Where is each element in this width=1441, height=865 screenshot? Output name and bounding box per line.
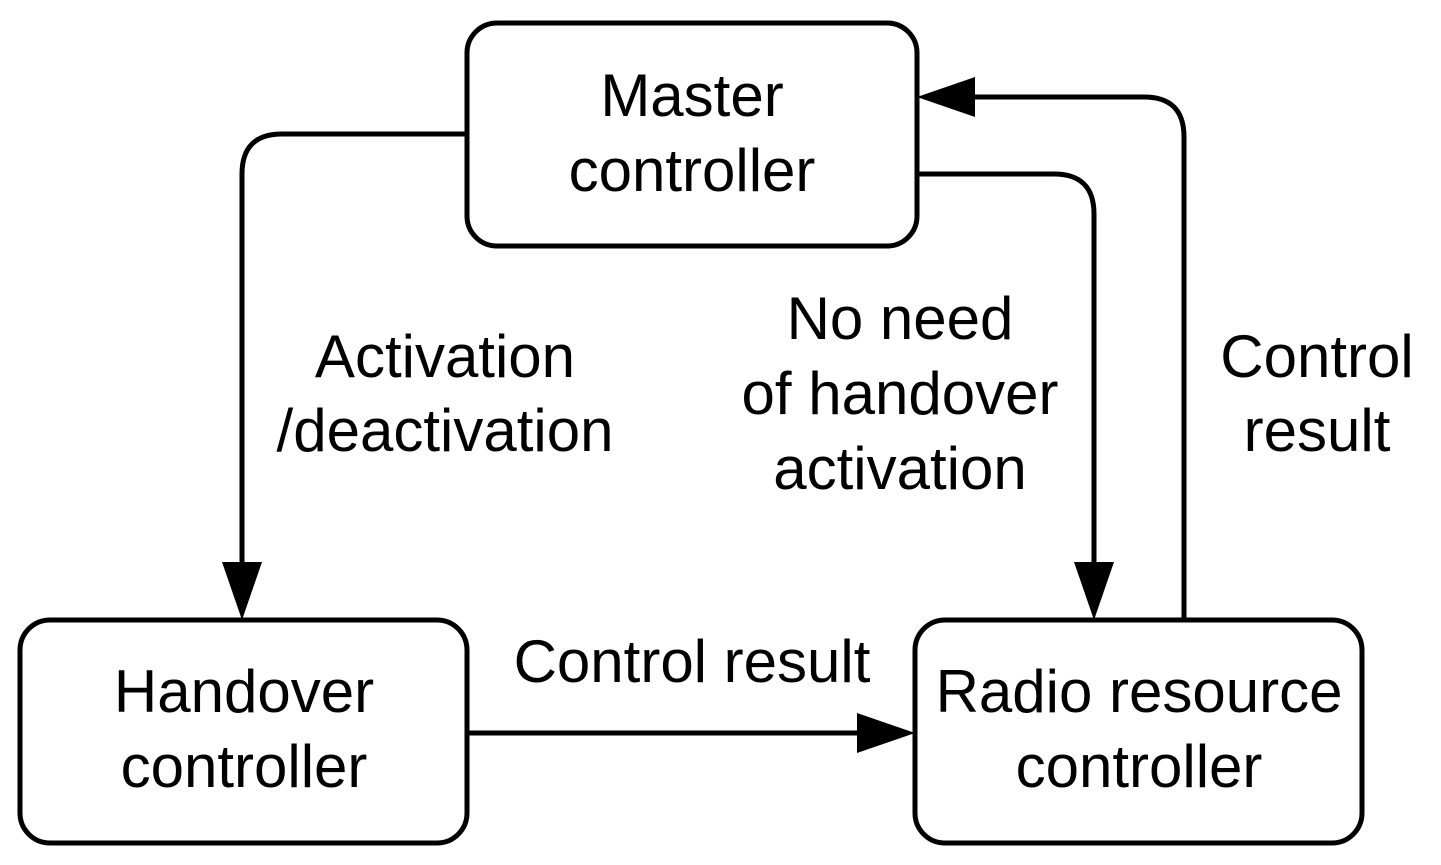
- arrowhead-down-radio: [1074, 562, 1114, 620]
- control-result-up-line1: Control: [1220, 323, 1413, 390]
- handover-label-line2: controller: [121, 733, 368, 800]
- edge-master-to-handover: [222, 131, 467, 620]
- master-label-line1: Master: [600, 62, 783, 129]
- no-need-label-line2: of handover: [742, 360, 1059, 427]
- edge-label-control-result-up: Control result: [1220, 323, 1413, 464]
- node-radio-resource-controller: Radio resource controller: [912, 617, 1365, 846]
- control-result-up-line2: result: [1244, 397, 1391, 464]
- arrowhead-right-radio: [857, 713, 915, 753]
- node-master-controller: Master controller: [464, 20, 920, 249]
- no-need-label-line1: No need: [787, 285, 1014, 352]
- edge-master-to-radio: [917, 171, 1114, 620]
- master-label-line2: controller: [569, 137, 816, 204]
- control-result-h2r-line1: Control result: [514, 628, 871, 695]
- activation-label-line2: /deactivation: [277, 397, 614, 464]
- edge-radio-to-master: [917, 77, 1187, 620]
- activation-label-line1: Activation: [315, 323, 575, 390]
- arrowhead-left-master: [917, 77, 975, 117]
- node-handover-controller: Handover controller: [17, 617, 470, 846]
- radio-label-line2: controller: [1016, 733, 1263, 800]
- handover-label-line1: Handover: [114, 658, 374, 725]
- edge-label-activation: Activation /deactivation: [277, 323, 614, 464]
- radio-label-line1: Radio resource: [936, 658, 1343, 725]
- arrowhead-down-handover: [222, 562, 262, 620]
- edge-handover-to-radio: [467, 713, 915, 753]
- edge-label-no-need: No need of handover activation: [742, 285, 1059, 502]
- no-need-label-line3: activation: [773, 435, 1026, 502]
- edge-label-control-result-h2r: Control result: [514, 628, 871, 695]
